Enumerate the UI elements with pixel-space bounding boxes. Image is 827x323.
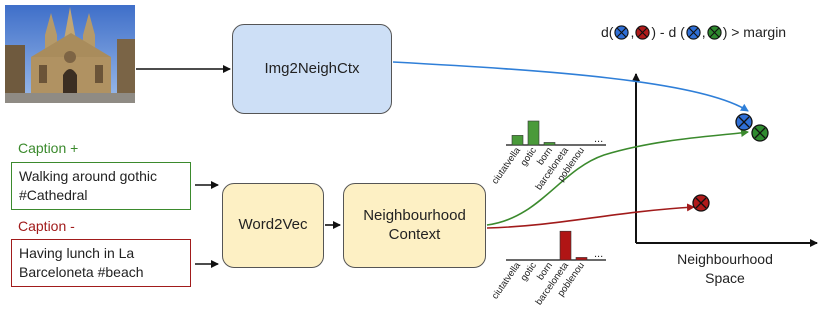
histogram-negative: ciutatvellagoticbornbarcelonetapoblenou.…	[490, 230, 606, 307]
axis-title-line2: Space	[705, 269, 745, 286]
caption-positive-line1: Walking around gothic	[19, 168, 158, 184]
caption-negative-line1: Having lunch in La	[19, 245, 135, 261]
formula-suffix: ) > margin	[722, 24, 787, 40]
marker-caption-green	[751, 124, 769, 142]
marker-image-blue	[735, 113, 753, 131]
formula-green-marker-icon	[707, 24, 722, 40]
formula-sep-1: ,	[630, 24, 635, 40]
histogram-neg-bar-poblenou	[575, 257, 588, 261]
histogram-pos-ellipsis: ...	[594, 133, 603, 145]
curve-image-embedding	[392, 61, 749, 112]
histogram-neg-tick-gotic: gotic	[518, 260, 539, 283]
histogram-pos-bar-born	[543, 142, 556, 146]
word2vec-label: Word2Vec	[238, 216, 308, 234]
formula-sep-2: ,	[701, 24, 706, 40]
caption-negative-label: Caption -	[18, 218, 75, 234]
histogram-neg-bar-barceloneta	[559, 230, 572, 261]
cathedral-photo	[5, 5, 135, 103]
histogram-positive: ciutatvellagoticbornbarcelonetapoblenou.…	[490, 120, 606, 192]
histogram-pos-bar-gotic	[527, 120, 540, 146]
loss-formula: d( , ) - d ( , ) > margin	[601, 24, 786, 40]
neighbourhood-space-title: Neighbourhood Space	[660, 250, 790, 288]
axis-title-line1: Neighbourhood	[677, 251, 773, 267]
formula-blue-marker-icon	[614, 24, 630, 40]
marker-caption-red	[692, 194, 710, 212]
formula-red-marker-icon	[635, 24, 650, 40]
histogram-pos-tick-gotic: gotic	[518, 145, 539, 168]
caption-positive-line2: #Cathedral	[19, 186, 88, 203]
caption-negative-line2: Barceloneta #beach	[19, 263, 144, 280]
caption-positive-box: Walking around gothic #Cathedral	[11, 162, 191, 210]
histogram-neg-tick-ciutatvella: ciutatvella	[490, 260, 524, 302]
neighbourhood-context-node: Neighbourhood Context	[343, 183, 486, 268]
caption-positive-label: Caption +	[18, 140, 79, 156]
histogram-neg-ellipsis: ...	[594, 248, 603, 260]
curve-positive-caption	[486, 129, 749, 226]
neighbourhood-context-label-line1: Neighbourhood	[363, 206, 466, 224]
img2neighctx-node: Img2NeighCtx	[232, 24, 392, 114]
caption-negative-box: Having lunch in La Barceloneta #beach	[11, 239, 191, 287]
histogram-pos-tick-ciutatvella: ciutatvella	[490, 145, 524, 187]
word2vec-node: Word2Vec	[222, 183, 324, 268]
neighbourhood-context-label-line2: Context	[388, 225, 441, 243]
formula-mid: ) - d (	[651, 24, 685, 40]
histogram-pos-bar-ciutatvella	[511, 135, 524, 146]
curve-negative-caption	[486, 203, 695, 229]
formula-prefix-1: d(	[601, 24, 614, 40]
img2neighctx-label: Img2NeighCtx	[264, 59, 360, 77]
formula-blue-marker-icon-2	[686, 24, 701, 40]
